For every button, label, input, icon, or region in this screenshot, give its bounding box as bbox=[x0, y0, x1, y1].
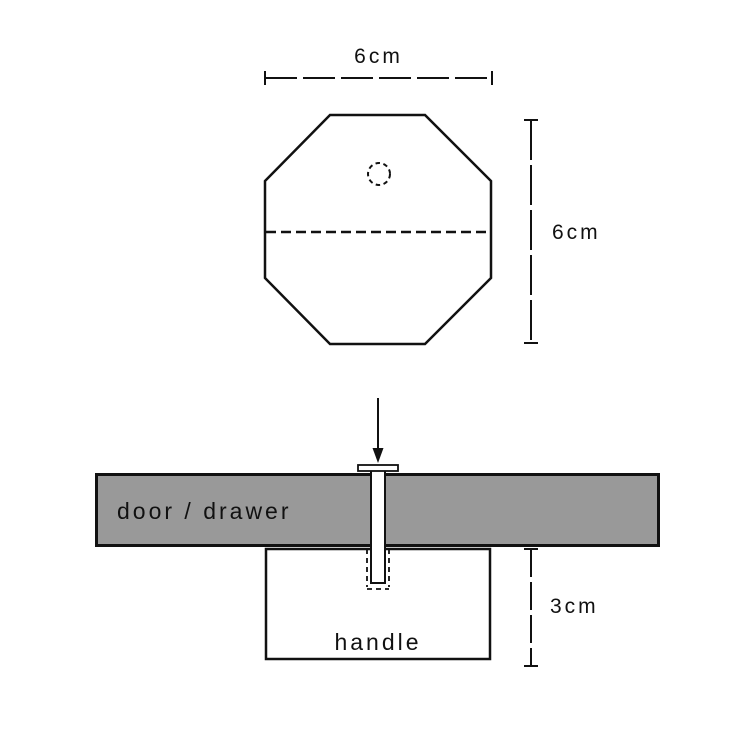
door-drawer-label: door / drawer bbox=[117, 498, 292, 524]
height-dimension bbox=[524, 119, 538, 344]
insertion-arrow bbox=[372, 398, 384, 463]
pilot-hole-dashed-outline bbox=[366, 549, 390, 590]
arrow-head bbox=[372, 448, 384, 463]
width-dimension-label: 6cm bbox=[354, 45, 403, 68]
screw-shaft bbox=[370, 469, 386, 584]
handle-label: handle bbox=[334, 629, 422, 655]
depth-dimension-label: 3cm bbox=[550, 595, 599, 618]
height-dimension-label: 6cm bbox=[552, 221, 601, 244]
depth-dimension bbox=[524, 548, 538, 667]
screw-head bbox=[357, 464, 399, 472]
width-dimension bbox=[264, 71, 493, 85]
knob-octagon-outline bbox=[263, 113, 493, 346]
screw-hole-dashed-circle bbox=[367, 162, 391, 186]
